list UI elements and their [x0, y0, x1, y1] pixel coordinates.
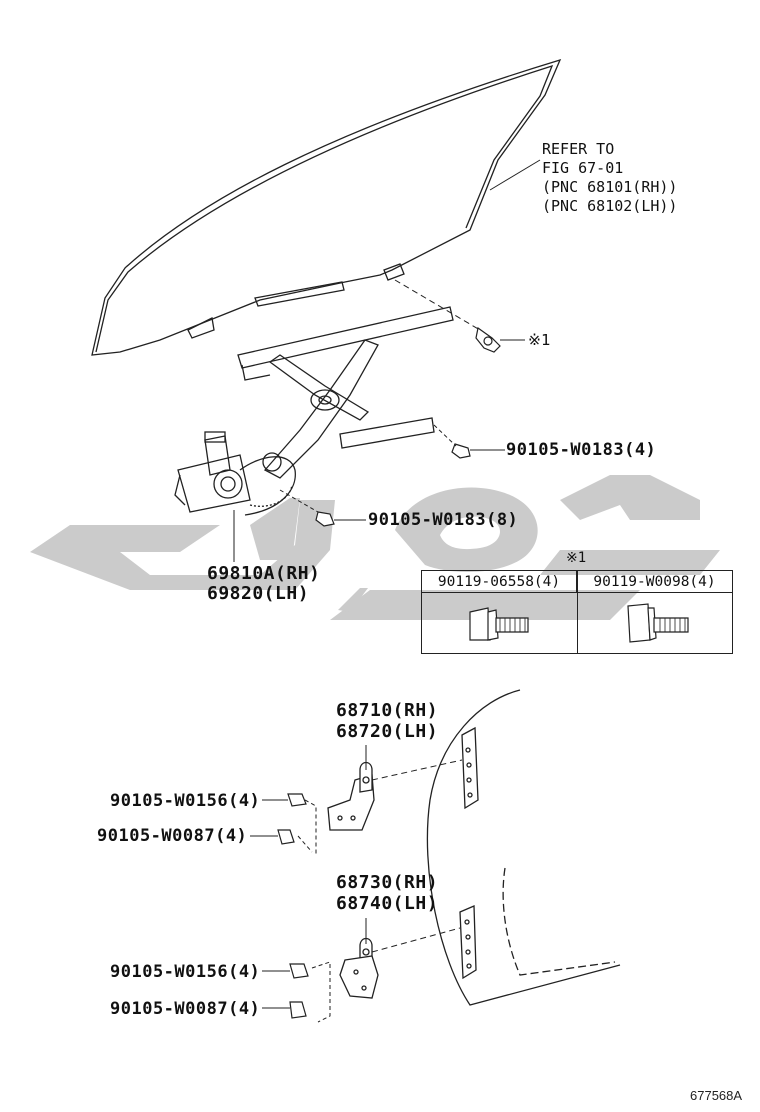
upper-bolt-w0087-callout[interactable]: 90105-W0087(4)	[97, 826, 248, 846]
bolt-06558-icon	[469, 607, 529, 641]
refer-line-2: FIG 67-01	[542, 159, 624, 177]
bolt-dashed-line	[433, 424, 457, 447]
upper-hinge-lh-callout[interactable]: 68720(LH)	[336, 721, 439, 742]
refer-line-3: (PNC 68101(RH))	[542, 178, 678, 196]
bolt-dashed-line	[279, 489, 319, 513]
window-regulator	[174, 306, 454, 516]
lower-bolt-w0156-callout[interactable]: 90105-W0156(4)	[110, 962, 261, 982]
watermark-logo	[30, 475, 720, 620]
refer-leader	[489, 159, 541, 191]
lower-hinge-lh-callout[interactable]: 68740(LH)	[336, 893, 439, 914]
window-glass	[91, 58, 562, 356]
refer-line-4: (PNC 68102(LH))	[542, 197, 678, 215]
regulator-rh-callout[interactable]: 69810A(RH)	[207, 563, 321, 584]
door-body	[426, 689, 621, 1006]
regulator-lh-callout[interactable]: 69820(LH)	[207, 583, 310, 604]
bolt-table-divider	[577, 571, 578, 653]
lower-bolt-dashed	[311, 961, 331, 1023]
bolt-table-col2[interactable]: 90119-W0098(4)	[577, 571, 732, 593]
upper-bolt-w0156-callout[interactable]: 90105-W0156(4)	[110, 791, 261, 811]
bolt-mark-callout[interactable]: ※1	[528, 331, 551, 349]
refer-line-1: REFER TO	[542, 140, 615, 158]
upper-hinge-rh-callout[interactable]: 68710(RH)	[336, 700, 439, 721]
bolt-icon	[315, 511, 335, 527]
bolt-icon	[475, 326, 501, 353]
lower-hinge	[339, 937, 379, 999]
bolt-icon	[289, 963, 309, 1019]
bolt-w0183-lower-callout[interactable]: 90105-W0183(8)	[368, 510, 519, 530]
bolt-table-mark: ※1	[566, 550, 587, 566]
bolt-w0183-upper-callout[interactable]: 90105-W0183(4)	[506, 440, 657, 460]
bolt-w0098-icon	[627, 603, 689, 643]
lower-hinge-rh-callout[interactable]: 68730(RH)	[336, 872, 439, 893]
bolt-icon	[277, 793, 307, 845]
lower-bolt-w0087-callout[interactable]: 90105-W0087(4)	[110, 999, 261, 1019]
bolt-table: 90119-06558(4) 90119-W0098(4)	[421, 570, 733, 654]
clip-dashed-line	[394, 279, 481, 331]
bolt-icon	[451, 443, 471, 459]
lower-hinge-dashed	[371, 927, 461, 953]
bolt-table-col1[interactable]: 90119-06558(4)	[422, 571, 577, 593]
upper-bolt-dashed	[297, 799, 317, 856]
upper-hinge-dashed	[371, 759, 463, 781]
refer-note: REFER TO FIG 67-01 (PNC 68101(RH)) (PNC …	[542, 140, 677, 216]
figure-id: 677568A	[690, 1088, 743, 1103]
upper-hinge	[327, 761, 375, 831]
